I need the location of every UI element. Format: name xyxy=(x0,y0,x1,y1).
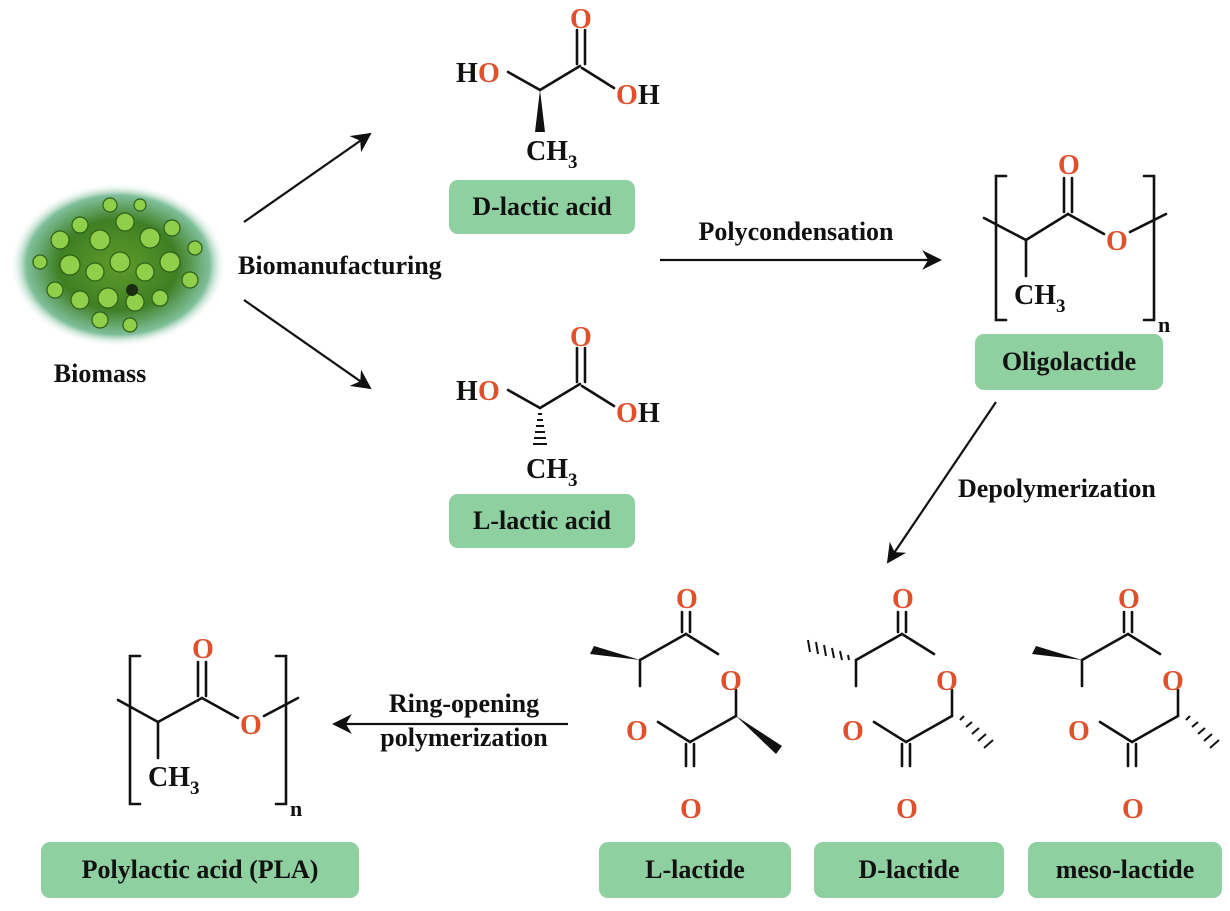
biomass-image xyxy=(10,183,226,347)
pla-ester-o: O xyxy=(240,710,262,741)
d-lactic-acid-structure: H O O O H CH3 xyxy=(456,4,660,173)
l-acid-methyl: CH3 xyxy=(526,454,578,491)
oligolactide-structure: O O CH3 n xyxy=(982,150,1170,337)
l-lactic-acid-box xyxy=(449,494,635,548)
d-lactide-o-bottom: O xyxy=(896,794,918,825)
d-lactide-o-left: O xyxy=(842,716,864,747)
d-acid-hydroxyl-o: O xyxy=(478,58,500,89)
l-acid-hydroxyl-o: O xyxy=(478,376,500,407)
ring-opening-label-line2: polymerization xyxy=(380,723,548,752)
d-lactide-label: D-lactide xyxy=(858,855,959,884)
d-lactic-acid-box xyxy=(449,180,635,234)
pla-carbonyl-o: O xyxy=(192,634,214,665)
l-lactic-acid-structure: H O O O H CH3 xyxy=(456,322,660,491)
l-lactide-structure: O O O O xyxy=(590,584,782,825)
d-lactide-o-top: O xyxy=(892,584,914,615)
d-acid-acid-h: H xyxy=(638,80,660,111)
pla-structure: O O CH3 n xyxy=(116,634,302,821)
pla-methyl: CH3 xyxy=(148,762,200,799)
l-acid-carbonyl-o: O xyxy=(570,322,592,353)
biomanufacturing-label: Biomanufacturing xyxy=(238,251,442,280)
meso-lactide-o-left: O xyxy=(1068,716,1090,747)
oligo-ester-o: O xyxy=(1106,226,1128,257)
depolymerization-arrow xyxy=(886,401,997,564)
pla-box xyxy=(41,842,359,898)
d-lactide-box xyxy=(814,842,1004,898)
l-acid-acid-h: H xyxy=(638,398,660,429)
meso-lactide-box xyxy=(1028,842,1222,898)
ring-opening-label-line1: Ring-opening xyxy=(389,689,539,718)
d-lactide-structure: O O O O xyxy=(807,584,994,825)
d-acid-h: H xyxy=(456,58,478,89)
meso-lactide-o-top: O xyxy=(1118,584,1140,615)
l-lactide-o-bottom: O xyxy=(680,794,702,825)
arrow-to-d-lactic-acid xyxy=(243,132,372,223)
oligo-repeat-n: n xyxy=(1158,312,1170,337)
meso-lactide-o-bottom: O xyxy=(1122,794,1144,825)
d-acid-carbonyl-o: O xyxy=(570,4,592,35)
d-acid-methyl: CH3 xyxy=(526,136,578,173)
l-lactide-box xyxy=(599,842,791,898)
l-lactic-acid-label: L-lactic acid xyxy=(473,506,611,535)
d-acid-acid-o: O xyxy=(616,80,638,111)
oligo-carbonyl-o: O xyxy=(1058,150,1080,181)
l-acid-h: H xyxy=(456,376,478,407)
l-lactide-o-top: O xyxy=(676,584,698,615)
arrow-to-l-lactic-acid xyxy=(243,299,372,390)
d-lactic-acid-label: D-lactic acid xyxy=(472,192,612,221)
depolymerization-label: Depolymerization xyxy=(958,474,1156,503)
oligolactide-label: Oligolactide xyxy=(1002,347,1136,376)
meso-lactide-o-right: O xyxy=(1162,666,1184,697)
l-lactide-label: L-lactide xyxy=(645,855,745,884)
d-lactide-o-right: O xyxy=(936,666,958,697)
l-lactide-o-left: O xyxy=(626,716,648,747)
pla-repeat-n: n xyxy=(290,796,302,821)
polycondensation-label: Polycondensation xyxy=(698,217,894,246)
meso-lactide-structure: O O O O xyxy=(1032,584,1220,825)
l-lactide-o-right: O xyxy=(720,666,742,697)
oligolactide-box xyxy=(975,334,1163,390)
meso-lactide-label: meso-lactide xyxy=(1056,855,1195,884)
oligo-methyl: CH3 xyxy=(1014,280,1066,317)
pla-label: Polylactic acid (PLA) xyxy=(82,855,319,884)
biomass-label: Biomass xyxy=(54,359,146,388)
l-acid-acid-o: O xyxy=(616,398,638,429)
